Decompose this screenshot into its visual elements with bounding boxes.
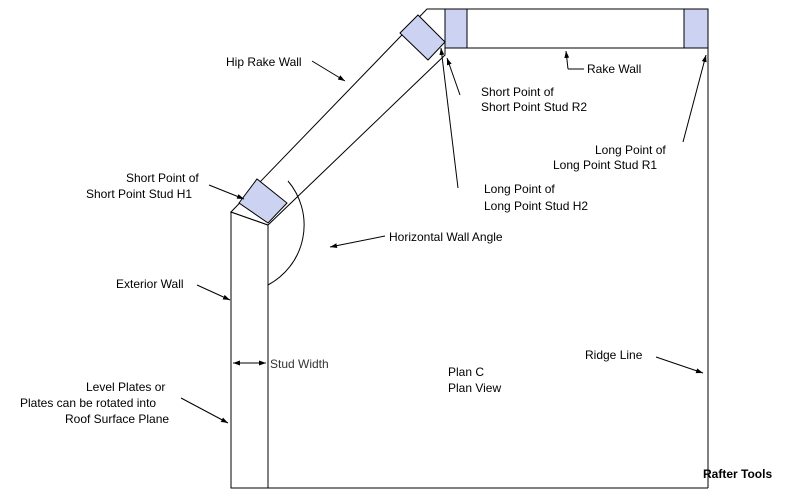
leader-horizontal-wall-angle (329, 235, 386, 249)
short-point-r2-label-line1: Short Point of (481, 85, 554, 99)
level-plates-label-line2: Plates can be rotated into (20, 396, 156, 410)
plan-title: Plan C (448, 365, 484, 379)
short-point-h1-label-line1: Short Point of (126, 171, 199, 185)
leader-short-point-r2 (446, 57, 461, 96)
leader-level-plates (180, 397, 229, 424)
horizontal-wall-angle-label: Horizontal Wall Angle (389, 230, 503, 244)
stud-h2 (399, 14, 446, 61)
short-point-r2-label-line2: Short Point Stud R2 (481, 100, 587, 114)
horizontal-wall-angle-arc (267, 180, 305, 286)
long-point-r1-label-line1: Long Point of (595, 143, 666, 157)
long-point-r1-label-line2: Long Point Stud R1 (553, 158, 657, 172)
stud-r2 (444, 8, 468, 49)
long-point-h2-label-line1: Long Point of (484, 182, 555, 196)
ridge-line-label: Ridge Line (585, 348, 643, 362)
stud-h1 (238, 178, 288, 224)
hip-rake-wall-label: Hip Rake Wall (226, 55, 302, 69)
stud-r1 (683, 8, 709, 49)
exterior-wall-label: Exterior Wall (116, 277, 184, 291)
short-point-h1-label-line2: Short Point Stud H1 (86, 187, 192, 201)
leader-hip-rake-wall (311, 60, 346, 82)
leader-ridge-line (655, 356, 704, 374)
rake-wall (444, 8, 709, 49)
leader-short-point-h1 (208, 184, 245, 200)
brand-label: Rafter Tools (703, 467, 772, 481)
leader-rake-wall (564, 50, 570, 70)
level-plates-label-line1: Level Plates or (86, 380, 165, 394)
level-plates-label-line3: Roof Surface Plane (65, 412, 169, 426)
exterior-wall (230, 211, 269, 489)
rake-wall-label: Rake Wall (587, 62, 641, 76)
leader-long-point-r1 (682, 54, 707, 143)
long-point-h2-label-line2: Long Point Stud H2 (484, 199, 588, 213)
leader-long-point-h2 (439, 47, 459, 189)
stud-width-label: Stud Width (270, 357, 329, 371)
leader-exterior-wall (196, 284, 231, 301)
plan-subtitle: Plan View (448, 381, 501, 395)
